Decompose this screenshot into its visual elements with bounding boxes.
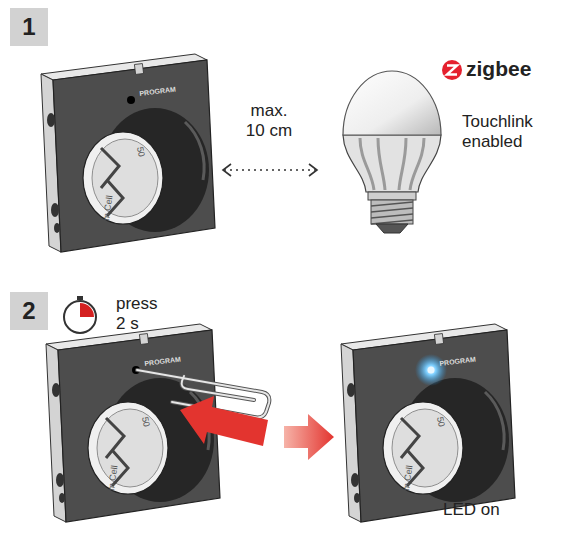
step-badge: 1 — [10, 8, 48, 46]
push-arrow — [180, 396, 268, 446]
zigbee-logo — [447, 66, 457, 75]
note-label: Touchlink enabled — [462, 112, 558, 151]
brand-label: zigbee — [466, 57, 531, 81]
switch-device — [41, 54, 215, 252]
step-number: 2 — [22, 297, 35, 325]
light-bulb — [343, 71, 441, 233]
led-light — [428, 367, 435, 374]
arrow-head — [309, 164, 317, 176]
next-arrow — [284, 414, 334, 460]
timing-label: press 2 s — [116, 294, 166, 333]
step-badge: 2 — [10, 292, 48, 330]
distance-label: max. 10 cm — [241, 101, 297, 140]
step-number: 1 — [22, 13, 35, 41]
battery-marking: 50 — [435, 416, 447, 428]
status-label: LED on — [443, 500, 500, 520]
distance-line — [224, 169, 316, 171]
zigbee-logo — [442, 60, 462, 80]
switch-device — [341, 324, 515, 522]
battery-marking: 50 — [140, 416, 152, 428]
battery-marking: 50 — [135, 146, 147, 158]
timer-icon — [64, 296, 96, 333]
arrow-head — [223, 164, 231, 176]
